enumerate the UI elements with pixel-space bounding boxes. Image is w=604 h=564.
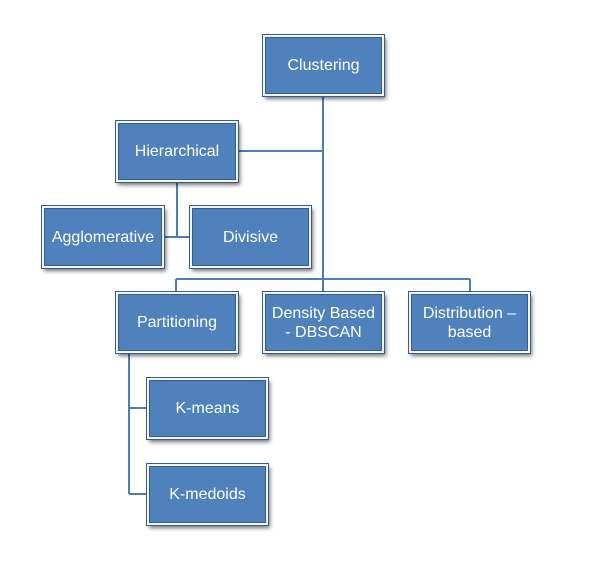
node-divisive: Divisive (189, 205, 312, 269)
node-density-based: Density Based - DBSCAN (262, 291, 385, 354)
node-distribution-based: Distribution – based (408, 291, 531, 354)
node-kmeans: K-means (146, 377, 269, 440)
node-clustering: Clustering (262, 34, 385, 97)
node-partitioning: Partitioning (115, 291, 239, 354)
node-agglomerative: Agglomerative (41, 205, 165, 269)
node-kmedoids: K-medoids (146, 463, 269, 526)
node-hierarchical: Hierarchical (115, 120, 239, 183)
